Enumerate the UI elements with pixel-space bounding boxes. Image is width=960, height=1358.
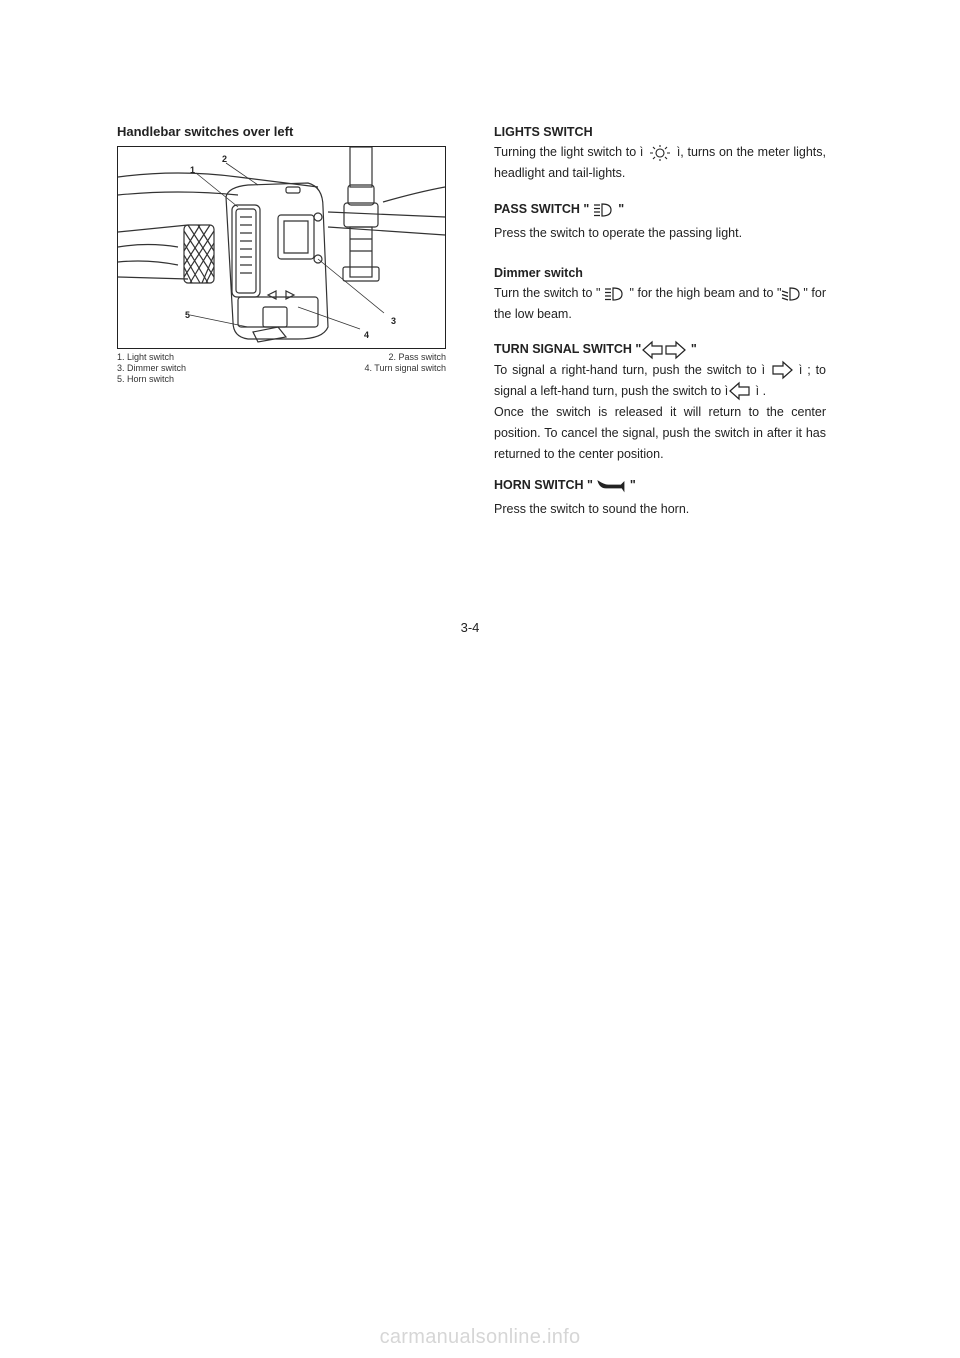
pass-switch-section: PASS SWITCH " " Press the switch to oper… (494, 199, 826, 244)
callout-1: 1 (190, 165, 195, 175)
pass-switch-title: PASS SWITCH " " (494, 202, 625, 217)
page-number: 3-4 (460, 620, 480, 635)
turn-signal-arrows-icon (642, 340, 687, 360)
horn-icon (597, 479, 625, 493)
turn-signal-text: To signal a right-hand turn, push the sw… (494, 360, 826, 402)
caption-turn-signal-switch: 4. Turn signal switch (364, 363, 446, 373)
horn-switch-text: Press the switch to sound the horn. (494, 502, 690, 516)
handlebar-switch-drawing: 1 2 3 4 5 (118, 147, 445, 343)
horn-switch-section: HORN SWITCH " " Press the switch to soun… (494, 475, 826, 520)
caption-dimmer-switch: 3. Dimmer switch (117, 363, 187, 373)
site-watermark: carmanualsonline.info (379, 1326, 581, 1348)
figure-heading: Handlebar switches over left (117, 124, 294, 139)
sun-light-icon (650, 144, 671, 161)
dimmer-switch-text: Turn the switch to " " for the high beam… (494, 286, 826, 321)
turn-signal-section: TURN SIGNAL SWITCH " " To signal a right… (494, 339, 826, 465)
caption-light-switch: 1. Light switch (117, 352, 175, 362)
lights-switch-section: LIGHTS SWITCH Turning the light switch t… (494, 122, 826, 184)
turn-signal-title: TURN SIGNAL SWITCH " " (494, 339, 826, 360)
callout-4: 4 (364, 330, 369, 340)
turn-left-arrow-icon (729, 382, 750, 401)
turn-right-arrow-icon (772, 361, 793, 380)
caption-horn-switch: 5. Horn switch (117, 374, 175, 384)
callout-3: 3 (391, 316, 396, 326)
pass-switch-text: Press the switch to operate the passing … (494, 226, 743, 240)
lights-switch-title: LIGHTS SWITCH (494, 125, 593, 139)
high-beam-icon (604, 287, 623, 301)
low-beam-icon (782, 287, 801, 301)
dimmer-switch-section: Dimmer switch Turn the switch to " " for… (494, 263, 826, 325)
handlebar-illustration: 1 2 3 4 5 (117, 146, 446, 349)
caption-pass-switch: 2. Pass switch (388, 352, 446, 362)
high-beam-icon (593, 203, 612, 217)
callout-2: 2 (222, 154, 227, 164)
callout-5: 5 (185, 310, 190, 320)
horn-switch-title: HORN SWITCH " " (494, 478, 636, 493)
turn-signal-cancel-text: Once the switch is released it will retu… (494, 404, 826, 461)
lights-switch-text: Turning the light switch to ì ì, turns o… (494, 144, 826, 180)
dimmer-switch-title: Dimmer switch (494, 266, 583, 280)
